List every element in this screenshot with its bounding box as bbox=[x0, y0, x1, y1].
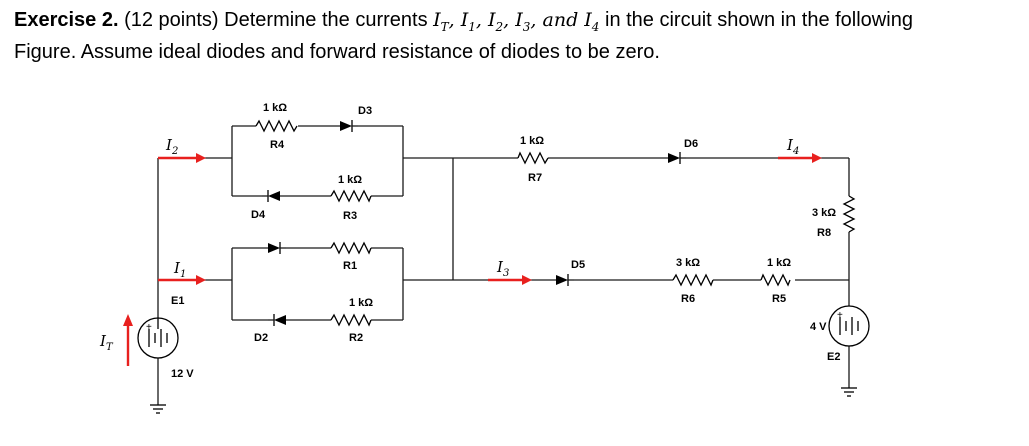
r3-name: R3 bbox=[343, 210, 357, 222]
e2-value: 4 V bbox=[810, 321, 827, 333]
d4-name: D4 bbox=[251, 209, 266, 221]
resistor-r3: 1 kΩ R3 bbox=[330, 174, 372, 222]
e1-name: E1 bbox=[171, 295, 184, 307]
r3-value: 1 kΩ bbox=[338, 174, 362, 186]
d6-name: D6 bbox=[684, 138, 698, 150]
r8-name: R8 bbox=[817, 227, 831, 239]
source-e1: + E1 12 V bbox=[137, 295, 194, 380]
resistor-r1: R1 bbox=[330, 241, 372, 272]
r4-value: 1 kΩ bbox=[263, 102, 287, 114]
r1-name: R1 bbox=[343, 260, 357, 272]
exercise-text-after: in the circuit shown in the following bbox=[605, 9, 913, 31]
i1-label: I1 bbox=[173, 259, 186, 280]
e1-plus-sign: + bbox=[146, 322, 152, 333]
r7-value: 1 kΩ bbox=[520, 135, 544, 147]
r6-name: R6 bbox=[681, 293, 695, 305]
resistor-r4: 1 kΩ R4 bbox=[255, 102, 298, 151]
exercise-line-2: Figure. Assume ideal diodes and forward … bbox=[14, 40, 660, 63]
d2-name: D2 bbox=[254, 332, 268, 344]
r2-name: R2 bbox=[349, 332, 363, 344]
diode-d3: D3 bbox=[340, 105, 372, 132]
ground-e2 bbox=[841, 387, 857, 397]
wires bbox=[157, 125, 850, 405]
e2-name: E2 bbox=[827, 351, 840, 363]
it-label: IT bbox=[99, 332, 114, 353]
r2-value: 1 kΩ bbox=[349, 297, 373, 309]
diode-d2: D2 bbox=[254, 314, 286, 344]
r8-value: 3 kΩ bbox=[812, 207, 836, 219]
source-e2: + 4 V E2 bbox=[810, 305, 870, 363]
problem-statement: Exercise 2. (12 points) Determine the cu… bbox=[14, 8, 1019, 65]
current-i2-arrow: I2 bbox=[158, 136, 206, 163]
r4-name: R4 bbox=[270, 139, 285, 151]
current-i4-arrow: I4 bbox=[778, 136, 822, 163]
r7-name: R7 bbox=[528, 172, 542, 184]
diode-d4: D4 bbox=[251, 190, 280, 221]
ground-e1 bbox=[150, 404, 166, 414]
resistor-r5: 1 kΩ R5 bbox=[760, 257, 791, 305]
i3-label: I3 bbox=[496, 258, 509, 279]
i2-label: I2 bbox=[165, 136, 178, 157]
resistor-r8: 3 kΩ R8 bbox=[812, 195, 856, 239]
resistor-r2: 1 kΩ R2 bbox=[330, 297, 373, 344]
current-i1-arrow: I1 bbox=[158, 259, 206, 285]
r5-name: R5 bbox=[772, 293, 786, 305]
d5-name: D5 bbox=[571, 259, 585, 271]
e2-plus-sign: + bbox=[837, 310, 843, 321]
d3-name: D3 bbox=[358, 105, 372, 117]
current-i3-arrow: I3 bbox=[488, 258, 532, 285]
r5-value: 1 kΩ bbox=[767, 257, 791, 269]
exercise-heading: Exercise 2. bbox=[14, 9, 119, 31]
r6-value: 3 kΩ bbox=[676, 257, 700, 269]
resistor-r6: 3 kΩ R6 bbox=[672, 257, 714, 305]
exercise-text-before: Determine the currents bbox=[224, 9, 428, 31]
currents-inline: IT, I1, I2, I3, and I4 bbox=[433, 9, 600, 34]
e1-value: 12 V bbox=[171, 368, 194, 380]
diode-d1 bbox=[268, 242, 286, 254]
diode-d5: D5 bbox=[556, 259, 585, 286]
i4-label: I4 bbox=[786, 136, 799, 157]
resistor-r7: 1 kΩ R7 bbox=[517, 135, 549, 184]
exercise-points: (12 points) bbox=[124, 9, 219, 31]
current-it-arrow: IT bbox=[99, 314, 133, 366]
diode-d6: D6 bbox=[668, 138, 698, 164]
